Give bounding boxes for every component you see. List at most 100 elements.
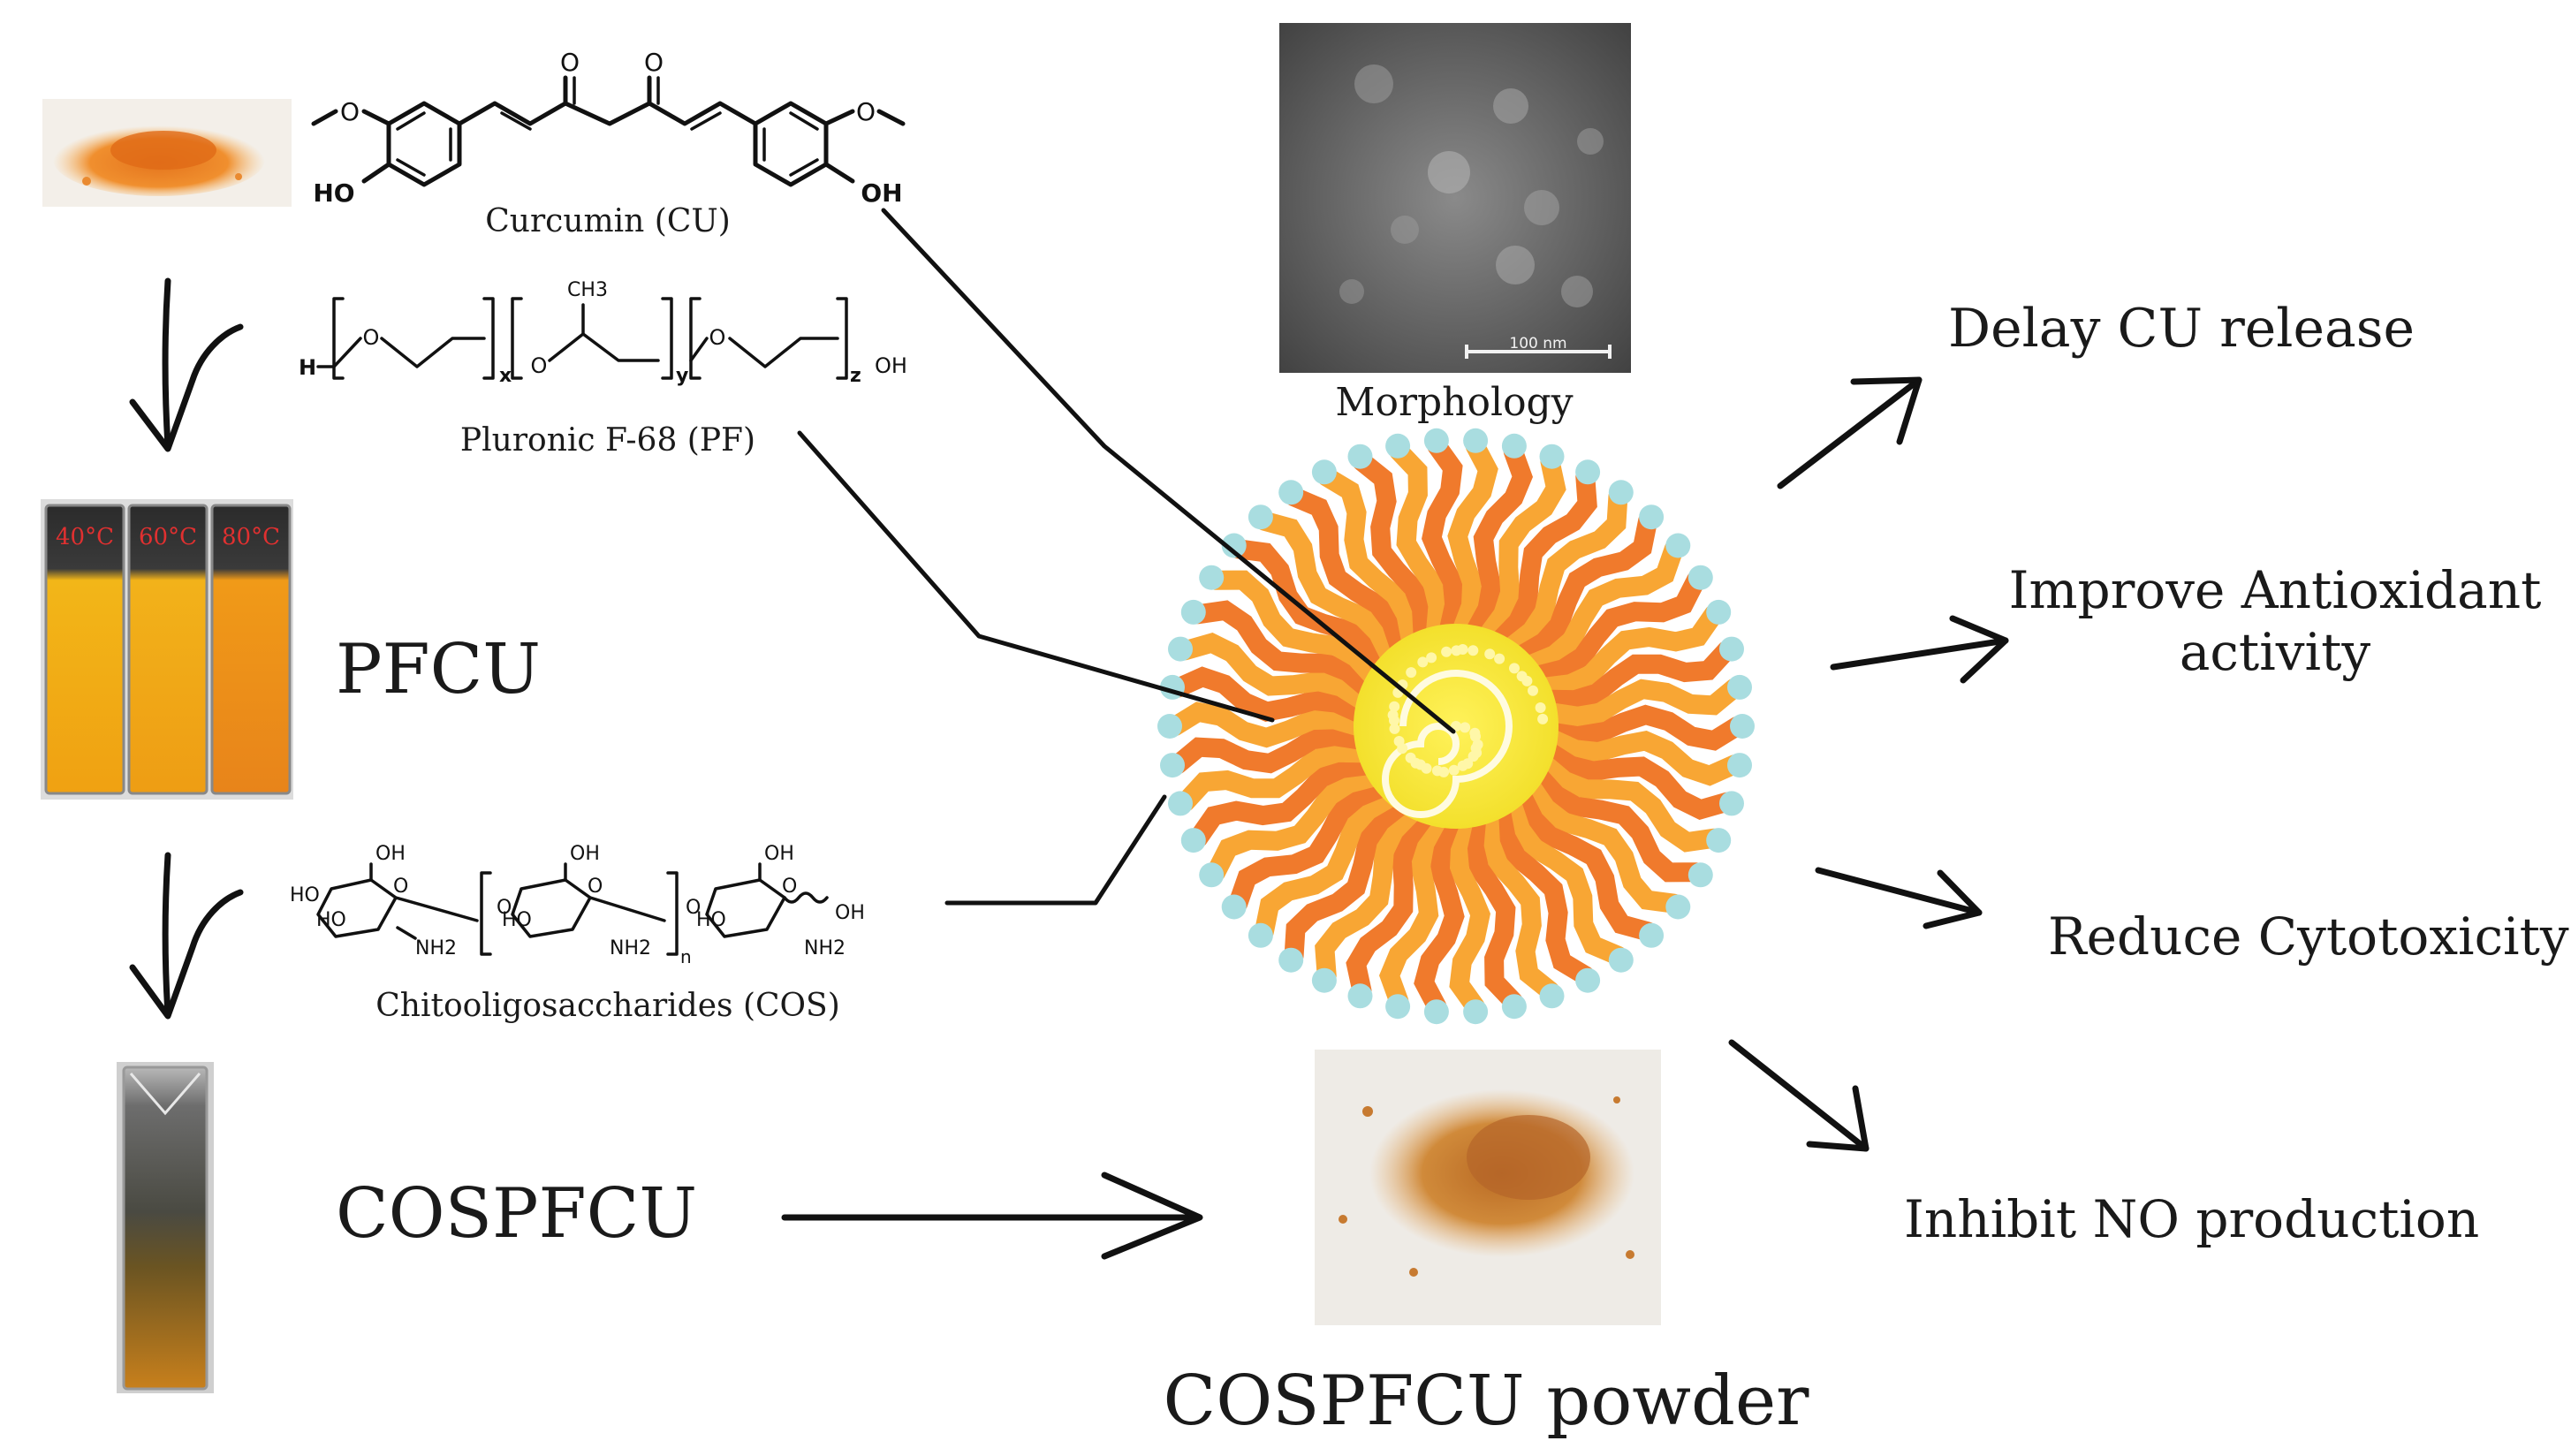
- micelle-strand: [1503, 487, 1628, 656]
- micelle-strand: [1378, 813, 1446, 1012]
- curcumin-oh: OH: [861, 178, 902, 208]
- micelle-core-dot: [1431, 765, 1443, 777]
- micelle-core-dot: [1509, 663, 1520, 674]
- micelle-core-dot: [1441, 646, 1452, 657]
- micelle-core-dot: [1393, 736, 1405, 747]
- micelle-tip: [1727, 753, 1752, 778]
- cos-ho-3: HO: [502, 909, 532, 931]
- micelle-tip: [1687, 862, 1713, 888]
- cos-o-4: O: [686, 897, 701, 919]
- micelle-strand: [1536, 755, 1724, 853]
- micelle-strand: [1541, 641, 1737, 710]
- pluronic-ch3: CH3: [567, 279, 608, 301]
- micelle-strand: [1491, 466, 1597, 648]
- micelle-strand: [1422, 436, 1465, 638]
- micelle-tip: [1278, 947, 1304, 973]
- micelle-tip: [1575, 967, 1601, 993]
- cos-structure: OH HO HO O NH2 O OH HO O NH2 n O OH HO O…: [290, 843, 865, 1024]
- micelle-core-dot: [1470, 742, 1482, 754]
- pfcu-label: PFCU: [336, 630, 541, 709]
- micelle-strand: [1513, 511, 1658, 664]
- micelle-core-dot: [1448, 764, 1460, 776]
- outcome-antioxidant-line1: Improve Antioxidant: [2009, 560, 2542, 620]
- micelle-strand: [1228, 778, 1390, 914]
- micelle-tip: [1347, 983, 1373, 1009]
- micelle-tip: [1221, 533, 1247, 558]
- curcumin-o-left: O: [340, 97, 360, 126]
- micelle-core-dot: [1451, 645, 1462, 656]
- micelle-strand: [1352, 451, 1433, 643]
- micelle-strand: [1188, 755, 1376, 848]
- pluronic-z: z: [850, 365, 861, 387]
- micelle-core-dot: [1457, 760, 1468, 771]
- micelle-tip: [1385, 994, 1411, 1020]
- micelle-strand: [1479, 451, 1566, 643]
- pluronic-o-3: O: [709, 325, 726, 350]
- cos-ho-1: HO: [290, 884, 320, 906]
- micelle-tip: [1463, 428, 1489, 453]
- micelle-tip: [1199, 565, 1225, 590]
- micelle-core-dot: [1389, 701, 1400, 712]
- micelle-strand: [1544, 678, 1744, 726]
- outcome-delay-release: Delay CU release: [1948, 298, 2415, 360]
- micelle-tip: [1539, 444, 1565, 469]
- micelle-tip: [1221, 894, 1247, 920]
- micelle-tip: [1311, 459, 1337, 485]
- curcumin-powder-photo: [42, 99, 292, 207]
- micelle-tip: [1180, 828, 1206, 853]
- micelle-strand: [1479, 809, 1560, 1001]
- curcumin-structure: O O O O HO OH Curcumin (CU): [311, 48, 906, 239]
- micelle-core-dot: [1460, 722, 1471, 733]
- micelle-tip: [1730, 714, 1755, 739]
- connector-cos: [944, 794, 1167, 906]
- cospfcu-label: COSPFCU: [336, 1174, 697, 1254]
- cos-oh-2: OH: [570, 843, 600, 865]
- micelle-strand: [1503, 797, 1628, 966]
- micelle-core-dot: [1405, 752, 1416, 763]
- micelle-tip: [1706, 599, 1732, 625]
- micelle-core-dot: [1537, 713, 1549, 724]
- micelle-strand: [1175, 632, 1371, 709]
- arrow-no-production: [1728, 1039, 1869, 1152]
- arrow-cytotoxicity: [1815, 867, 1983, 929]
- micelle-strand: [1541, 743, 1737, 821]
- micelle-core-dot: [1426, 652, 1437, 664]
- micelle-core-dot: [1389, 715, 1399, 726]
- micelle-strand: [1254, 788, 1399, 942]
- micelle-tip: [1727, 674, 1752, 700]
- micelle-tip: [1385, 433, 1411, 459]
- micelle-tip: [1160, 753, 1185, 778]
- pluronic-y: y: [676, 365, 688, 387]
- micelle-strand: [1165, 701, 1367, 748]
- cos-o-2: O: [497, 897, 512, 919]
- micelle-strand: [1188, 600, 1376, 697]
- micelle-tip: [1168, 636, 1193, 662]
- micelle-strand: [1206, 570, 1382, 685]
- down-arrow-2: [129, 852, 244, 1020]
- pluronic-o-1: O: [363, 325, 380, 350]
- micelle-strand: [1284, 487, 1409, 656]
- micelle-strand: [1175, 742, 1371, 812]
- micelle-tip: [1248, 504, 1273, 530]
- micelle-strand: [1389, 441, 1448, 640]
- down-arrow-1: [129, 277, 244, 452]
- micelle-tip: [1665, 533, 1691, 558]
- micelle-tip: [1423, 999, 1449, 1025]
- cuvette-temp-60: 60°C: [139, 524, 197, 550]
- cos-ho-2: HO: [316, 909, 346, 931]
- micelle-tip: [1248, 922, 1273, 948]
- micelle-tip: [1501, 433, 1527, 459]
- micelle-core-dot: [1389, 723, 1400, 734]
- micelle-tip: [1687, 565, 1713, 590]
- cospfcu-powder-photo: [1315, 1050, 1661, 1325]
- cospfcu-powder-label: COSPFCU powder: [1164, 1361, 1810, 1441]
- micelle-tip: [1168, 791, 1193, 816]
- cospfcu-cuvette-photo: [117, 1062, 214, 1393]
- outcome-reduce-cytotoxicity: Reduce Cytotoxicity: [2048, 906, 2569, 967]
- micelle-strand: [1464, 813, 1523, 1012]
- micelle-strand: [1228, 539, 1390, 674]
- micelle-strand: [1447, 815, 1490, 1017]
- micelle-core-swirl: [1382, 670, 1513, 818]
- micelle-strand: [1536, 604, 1724, 697]
